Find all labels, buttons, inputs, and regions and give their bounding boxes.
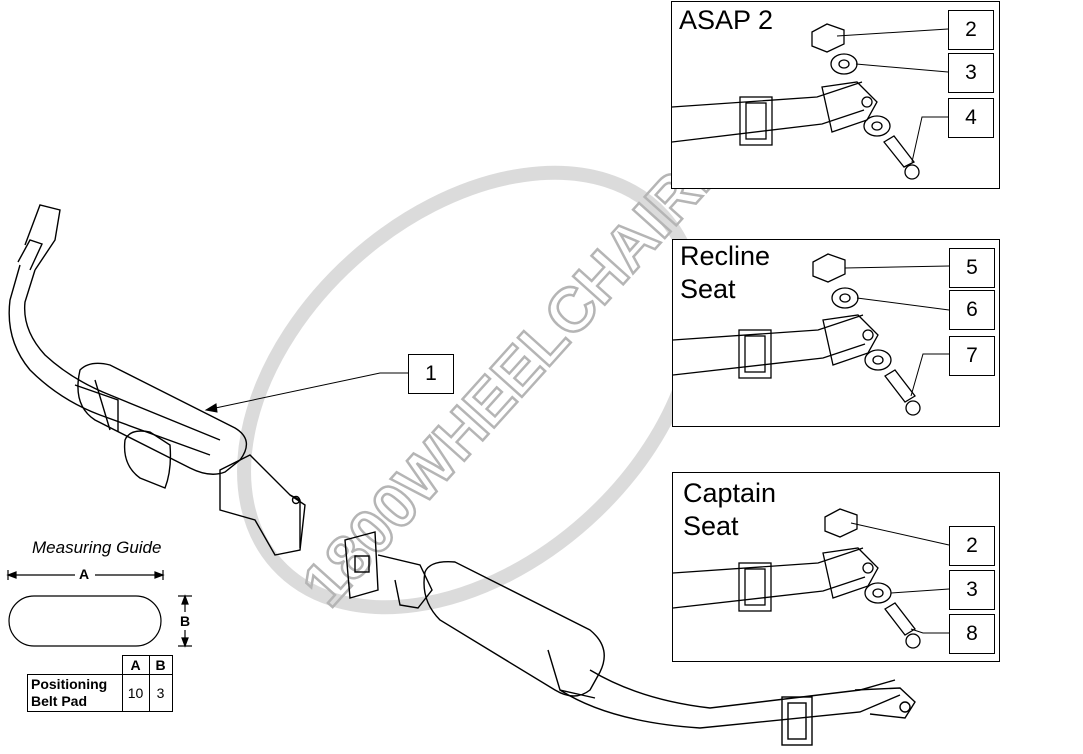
asap2-hardware bbox=[672, 23, 949, 180]
panel-title: Captain Seat bbox=[683, 477, 776, 543]
callout-8: 8 bbox=[949, 614, 995, 654]
row-label-line-1: Positioning bbox=[31, 676, 108, 692]
callout-2: 2 bbox=[948, 10, 994, 50]
belt-left-strap bbox=[8, 204, 221, 456]
table-cell-b: 3 bbox=[148, 674, 173, 712]
belt-pad-left bbox=[74, 362, 248, 475]
callout-4: 4 bbox=[948, 98, 994, 138]
watermark-logo bbox=[237, 165, 703, 615]
belt-right-strap bbox=[559, 669, 916, 746]
buckle-left bbox=[123, 430, 306, 556]
buckle-tongue-right bbox=[344, 531, 433, 609]
panel-title-line-2: Seat bbox=[683, 511, 739, 541]
callout-1: 1 bbox=[408, 354, 454, 394]
panel-title-line-1: Captain bbox=[683, 478, 777, 508]
panel-recline-seat: Recline Seat 5 6 7 bbox=[672, 239, 1000, 427]
measuring-guide-table: A B Positioning Belt Pad 10 3 bbox=[27, 655, 173, 712]
table-header-cell bbox=[27, 655, 123, 675]
table-header-row: A B bbox=[27, 655, 173, 675]
leader-line-1 bbox=[204, 372, 410, 413]
dimension-a-label: A bbox=[79, 566, 90, 582]
captain-hardware bbox=[673, 508, 950, 649]
table-header-cell: B bbox=[148, 655, 173, 675]
callout-7: 7 bbox=[949, 336, 995, 376]
measuring-guide-title: Measuring Guide bbox=[32, 538, 162, 557]
table-row: Positioning Belt Pad 10 3 bbox=[27, 674, 173, 712]
panel-title-line-2: Seat bbox=[680, 274, 736, 304]
panel-title: Recline Seat bbox=[680, 240, 770, 306]
callout-3: 3 bbox=[949, 570, 995, 610]
callout-6: 6 bbox=[949, 290, 995, 330]
panel-captain-seat: Captain Seat 2 3 8 bbox=[672, 472, 1000, 662]
table-row-label: Positioning Belt Pad bbox=[27, 674, 123, 712]
recline-hardware bbox=[673, 253, 950, 416]
callout-3: 3 bbox=[948, 53, 994, 93]
panel-asap2: ASAP 2 2 3 4 bbox=[671, 1, 1000, 189]
measuring-guide-drawing bbox=[6, 570, 192, 648]
dimension-b-label: B bbox=[180, 613, 191, 629]
panel-title: ASAP 2 bbox=[679, 5, 774, 35]
panel-title-line-1: Recline bbox=[680, 241, 771, 271]
callout-2: 2 bbox=[949, 526, 995, 566]
table-header-cell: A bbox=[121, 655, 150, 675]
table-cell-a: 10 bbox=[121, 674, 150, 712]
row-label-line-2: Belt Pad bbox=[31, 693, 88, 709]
belt-pad-right bbox=[423, 561, 605, 699]
callout-5: 5 bbox=[949, 248, 995, 288]
